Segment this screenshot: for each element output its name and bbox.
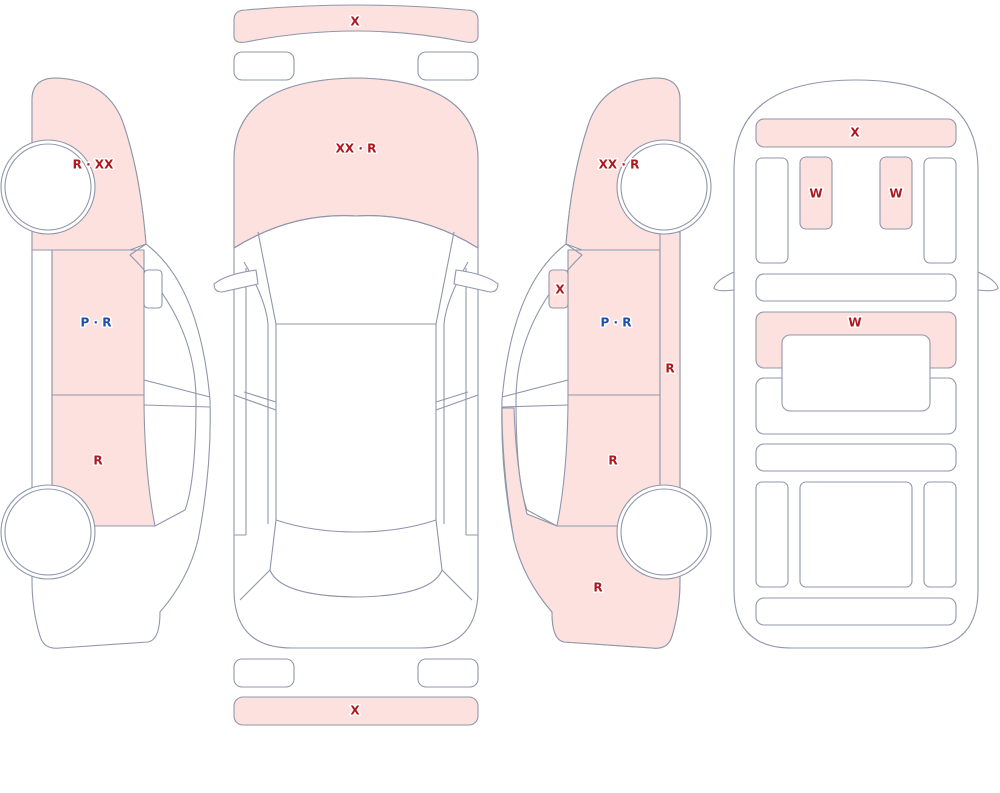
left-rear-door-code: R: [93, 454, 102, 468]
interior-dashboard[interactable]: [755, 118, 957, 148]
a-pillar-right: [435, 231, 469, 325]
rear-bumper[interactable]: [233, 696, 479, 726]
rear-light-right: [417, 658, 479, 688]
roof: [275, 323, 437, 533]
interior-rear-panel-code: W: [848, 316, 861, 330]
rear-window: [269, 519, 443, 598]
interior-rear-bench: [755, 443, 957, 472]
left-side-view: R · XX P · R R: [0, 77, 211, 649]
interior-seat-right[interactable]: [879, 156, 913, 230]
interior-mirror-left: [713, 271, 735, 292]
right-front-wing-code: XX · R: [599, 158, 640, 172]
interior-boot-lip: [755, 597, 957, 626]
top-mirror-right[interactable]: [453, 269, 499, 293]
left-mirror[interactable]: [143, 269, 163, 309]
right-side-view: XX · R X P · R R R R: [501, 77, 712, 649]
right-rear-door-code: R: [608, 454, 617, 468]
right-sill-code: R: [665, 362, 674, 376]
interior-door-rear-left: [755, 481, 789, 588]
rear-light-left: [233, 658, 295, 688]
rear-bumper-code: X: [350, 704, 360, 718]
interior-mirror-right: [977, 271, 999, 292]
right-pillar: [501, 379, 569, 408]
interior-seat-right-code: W: [889, 187, 902, 201]
interior-door-front-right: [923, 157, 957, 264]
side-rails: [245, 268, 467, 535]
interior-seat-left[interactable]: [799, 156, 833, 230]
top-door-lines: [233, 391, 479, 411]
right-sill[interactable]: [659, 231, 681, 527]
interior-dashboard-code: X: [850, 126, 860, 140]
right-rear-quarter[interactable]: [501, 407, 681, 649]
top-view: X XX · R X: [213, 4, 499, 726]
front-light-left: [233, 51, 295, 81]
right-front-door[interactable]: [567, 249, 661, 396]
windscreen: [233, 215, 479, 249]
left-front-door[interactable]: [51, 249, 145, 396]
left-front-wing-code: R · XX: [73, 158, 114, 172]
interior-door-front-left: [755, 157, 789, 264]
right-rear-quarter-code: R: [593, 581, 602, 595]
right-mirror[interactable]: [548, 269, 569, 309]
interior-rear-seat: [781, 334, 931, 412]
rear-corners: [234, 534, 478, 601]
interior-view: X W W W: [713, 79, 999, 649]
top-mirror-left[interactable]: [213, 269, 259, 293]
left-pillar: [143, 379, 211, 408]
interior-seat-left-code: W: [809, 187, 822, 201]
bonnet-code: XX · R: [336, 142, 377, 156]
interior-console: [755, 273, 957, 302]
left-front-door-code: P · R: [81, 316, 112, 330]
front-light-right: [417, 51, 479, 81]
right-mirror-code: X: [555, 283, 565, 297]
front-bumper[interactable]: [233, 4, 479, 43]
interior-boot-floor: [799, 481, 913, 588]
front-bumper-code: X: [350, 15, 360, 29]
right-front-door-code: P · R: [601, 316, 632, 330]
interior-door-rear-right: [923, 481, 957, 588]
a-pillar-left: [243, 231, 277, 325]
